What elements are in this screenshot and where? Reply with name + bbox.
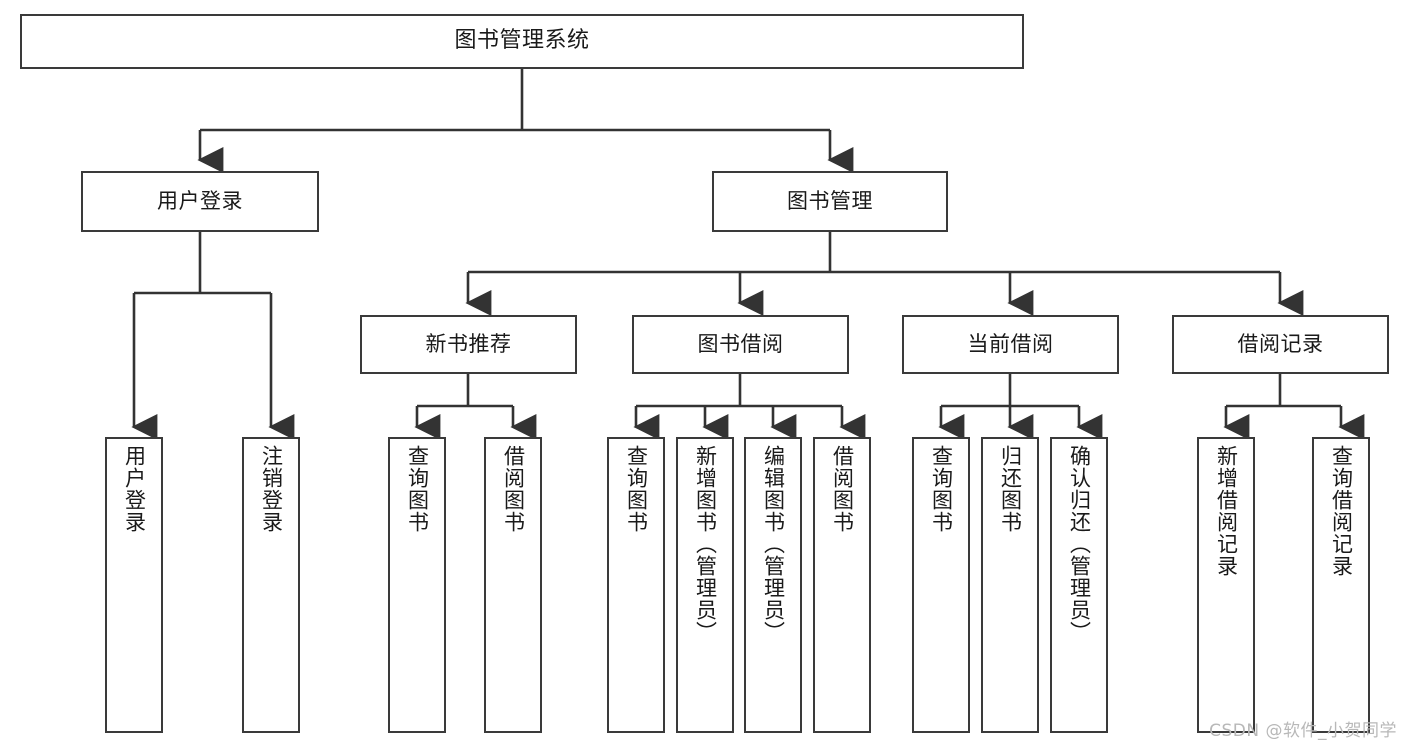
node-leaf-query-record[interactable]: 查询借阅记录 [1312, 437, 1370, 733]
node-leaf-confirm-return[interactable]: 确认归还（管理员） [1050, 437, 1108, 733]
node-book-manage-label: 图书管理 [787, 189, 873, 214]
node-leaf-logout-login[interactable]: 注销登录 [242, 437, 300, 733]
node-borrow-record-label: 借阅记录 [1237, 332, 1324, 357]
node-leaf-query-book-3[interactable]: 查询图书 [912, 437, 970, 733]
node-root[interactable]: 图书管理系统 [20, 14, 1024, 69]
node-user-login[interactable]: 用户登录 [81, 171, 319, 232]
node-leaf-query-book-2[interactable]: 查询图书 [607, 437, 665, 733]
node-user-login-label: 用户登录 [157, 189, 243, 214]
node-leaf-query-record-label: 查询借阅记录 [1329, 445, 1354, 577]
node-current-borrow-label: 当前借阅 [967, 332, 1054, 357]
watermark-text: CSDN @软件_小贺同学 [1209, 721, 1397, 741]
node-book-borrow[interactable]: 图书借阅 [632, 315, 849, 374]
node-leaf-borrow-book-1[interactable]: 借阅图书 [484, 437, 542, 733]
node-new-book-recommend[interactable]: 新书推荐 [360, 315, 577, 374]
node-leaf-borrow-book-2-label: 借阅图书 [830, 445, 855, 533]
node-leaf-borrow-book-2[interactable]: 借阅图书 [813, 437, 871, 733]
node-leaf-query-book-1[interactable]: 查询图书 [388, 437, 446, 733]
node-leaf-borrow-book-1-label: 借阅图书 [501, 445, 526, 533]
node-leaf-user-login-label: 用户登录 [122, 445, 147, 533]
node-leaf-query-book-3-label: 查询图书 [929, 445, 954, 533]
node-new-book-recommend-label: 新书推荐 [425, 332, 512, 357]
node-leaf-add-record-label: 新增借阅记录 [1214, 445, 1239, 577]
node-root-label: 图书管理系统 [454, 28, 590, 54]
node-leaf-add-book[interactable]: 新增图书（管理员） [676, 437, 734, 733]
node-book-borrow-label: 图书借阅 [697, 332, 784, 357]
node-leaf-query-book-1-label: 查询图书 [405, 445, 430, 533]
node-book-manage[interactable]: 图书管理 [712, 171, 948, 232]
node-leaf-user-login[interactable]: 用户登录 [105, 437, 163, 733]
node-borrow-record[interactable]: 借阅记录 [1172, 315, 1389, 374]
node-leaf-add-record[interactable]: 新增借阅记录 [1197, 437, 1255, 733]
node-leaf-return-book[interactable]: 归还图书 [981, 437, 1039, 733]
node-leaf-query-book-2-label: 查询图书 [624, 445, 649, 533]
node-leaf-add-book-label: 新增图书（管理员） [693, 445, 718, 643]
node-current-borrow[interactable]: 当前借阅 [902, 315, 1119, 374]
node-leaf-edit-book-label: 编辑图书（管理员） [761, 445, 786, 643]
node-leaf-return-book-label: 归还图书 [998, 445, 1023, 533]
node-leaf-confirm-return-label: 确认归还（管理员） [1067, 445, 1092, 643]
node-leaf-logout-login-label: 注销登录 [259, 445, 284, 533]
node-leaf-edit-book[interactable]: 编辑图书（管理员） [744, 437, 802, 733]
